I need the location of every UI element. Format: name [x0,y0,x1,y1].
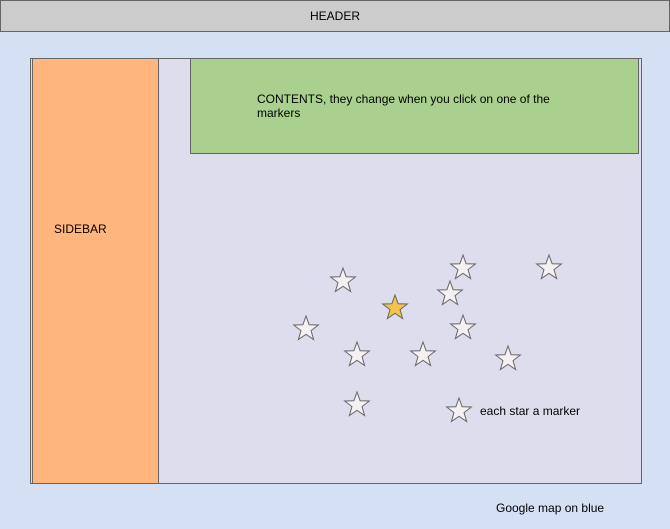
sidebar-label: SIDEBAR [54,222,107,236]
contents-label: CONTENTS, they change when you click on … [257,92,550,120]
sidebar-box: SIDEBAR [32,58,159,484]
star-icon[interactable] [448,312,478,342]
star-icon[interactable] [435,278,465,308]
star-icon[interactable] [291,313,321,343]
star-icon[interactable] [448,252,478,282]
star-icon[interactable] [328,265,358,295]
header-label: HEADER [309,9,360,23]
star-icon[interactable] [534,252,564,282]
star-icon-selected[interactable] [380,292,410,322]
marker-note-label: each star a marker [480,404,581,418]
star-icon[interactable] [493,343,523,373]
map-note-label: Google map on blue [496,501,605,515]
header-box: HEADER [0,0,670,32]
star-icon[interactable] [342,389,372,419]
star-icon[interactable] [408,339,438,369]
star-icon[interactable] [444,395,474,425]
contents-box: CONTENTS, they change when you click on … [190,58,639,154]
star-icon[interactable] [342,339,372,369]
